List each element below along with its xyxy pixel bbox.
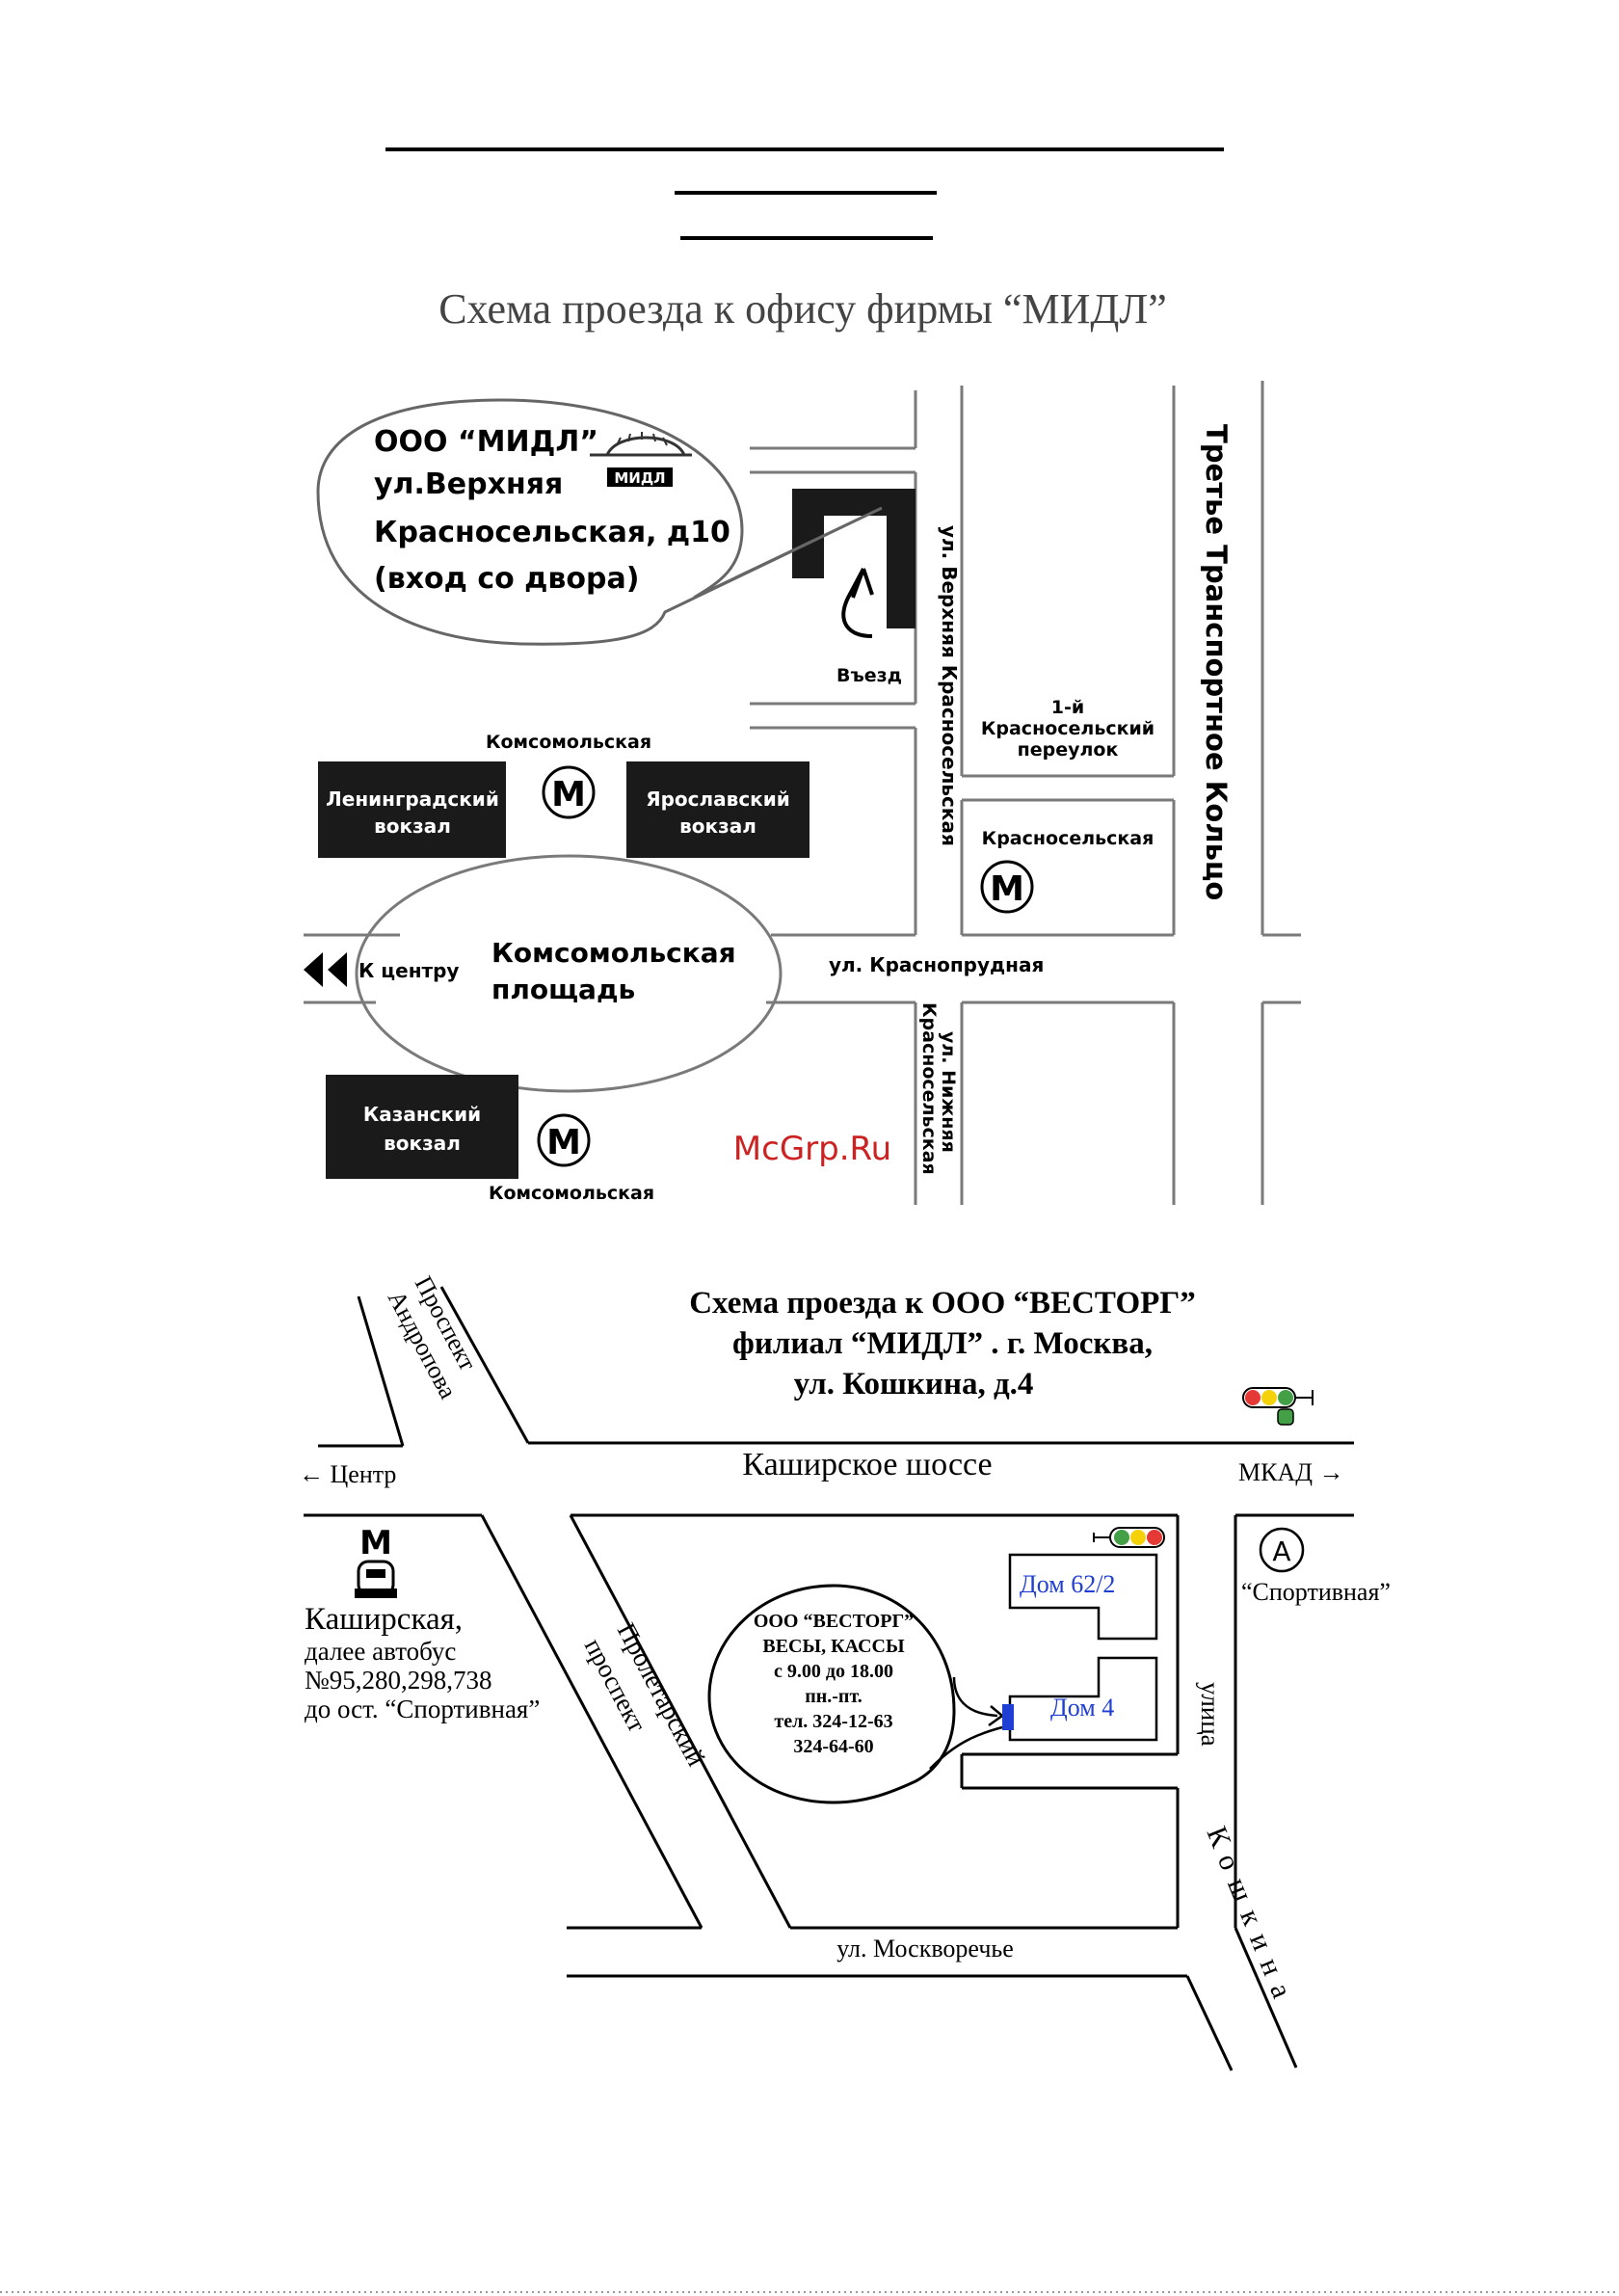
svg-text:M: M: [990, 869, 1024, 909]
map2-title-line-1: Схема проезда к ООО “ВЕСТОРГ”: [689, 1286, 1196, 1321]
vestorg-services: ВЕСЫ, КАССЫ: [762, 1636, 905, 1657]
leningradsky-station-label-2: вокзал: [374, 814, 451, 838]
mkad-direction-label: МКАД →: [1238, 1458, 1343, 1486]
square-label-1: Комсомольская: [491, 937, 736, 969]
map2-title-line-3: ул. Кошкина, д.4: [794, 1367, 1034, 1402]
dom-62-building: [1008, 1553, 1158, 1641]
street-nizhnyaya-1: ул. Нижняя: [938, 1031, 959, 1153]
map2-street-lines: [304, 1286, 1354, 2071]
midl-logo: МИДЛ: [590, 432, 692, 487]
entrance-marker: [1002, 1704, 1014, 1730]
yaroslavsky-station-label-2: вокзал: [679, 814, 756, 838]
yaroslavsky-station-label-1: Ярославский: [646, 788, 790, 811]
svg-text:M: M: [546, 1123, 581, 1162]
sportivnaya-label: “Спортивная”: [1241, 1578, 1391, 1606]
leningradsky-station: Ленинградский вокзал: [318, 761, 506, 858]
metro-komsomolskaya-bottom-label: Комсомольская: [489, 1183, 654, 1204]
ulitsa-label: улица: [1196, 1682, 1225, 1747]
bus-stop-icon: А: [1259, 1527, 1305, 1573]
street-krasnoprudnaya: ул. Краснопрудная: [829, 953, 1044, 976]
vestorg-phone-1: тел. 324-12-63: [774, 1711, 892, 1732]
office-callout-bubble: [316, 398, 883, 646]
vestorg-days: пн.-пт.: [805, 1686, 863, 1707]
traffic-light-middle-icon: [1093, 1527, 1165, 1548]
metro-krasnoselskaya-icon: M: [980, 860, 1034, 914]
street-pereulok-3: переулок: [1018, 739, 1119, 761]
metro-komsomolskaya-top-label: Комсомольская: [486, 732, 651, 753]
dom-4-building: [1008, 1656, 1158, 1742]
kazansky-station-label-1: Казанский: [363, 1103, 481, 1126]
metro-komsomolskaya-bottom-icon: M: [537, 1113, 591, 1167]
to-center-label: К центру: [358, 959, 459, 982]
dom-4-label: Дом 4: [1050, 1694, 1114, 1722]
kashirskaya-line-4: до ост. “Спортивная”: [305, 1695, 540, 1723]
metro-komsomolskaya-top-icon: M: [542, 765, 596, 819]
kashirskaya-line-2: далее автобус: [305, 1637, 456, 1666]
office-name: ООО “МИДЛ”: [374, 425, 598, 459]
leningradsky-station-label-1: Ленинградский: [326, 788, 499, 811]
office-entrance-note: (вход со двора): [374, 562, 639, 596]
bus-stop-train-icon: [355, 1560, 397, 1598]
to-center-arrows-icon: [304, 952, 347, 987]
koshkina-label: Кошкина: [1201, 1822, 1303, 2013]
street-pereulok-2: Красносельский: [981, 718, 1155, 739]
map2-title-line-2: филиал “МИДЛ” . г. Москва,: [732, 1326, 1153, 1361]
office-address: Красносельская, д10: [374, 516, 730, 549]
entrance-label: Въезд: [836, 665, 902, 686]
metro-kashirskaya-symbol: М: [359, 1524, 392, 1562]
vestorg-hours: с 9.00 до 18.00: [774, 1661, 893, 1682]
map1-title: Схема проезда к офису фирмы “МИДЛ”: [438, 285, 1167, 333]
street-nizhnyaya-2: Красносельская: [918, 1002, 940, 1175]
watermark: McGrp.Ru: [733, 1130, 891, 1168]
vestorg-phone-2: 324-64-60: [793, 1736, 873, 1757]
dom-62-label: Дом 62/2: [1020, 1570, 1115, 1598]
kashirskaya-line-3: №95,280,298,738: [305, 1666, 492, 1695]
kazansky-station-label-2: вокзал: [384, 1132, 461, 1155]
entrance-arrow: [841, 568, 874, 638]
street-verkhnyaya: ул. Верхняя Красносельская: [938, 525, 961, 846]
office-street: ул.Верхняя: [374, 467, 563, 501]
kazansky-station: Казанский вокзал: [326, 1075, 518, 1179]
kashirskoe-label: Каширское шоссе: [742, 1447, 992, 1482]
traffic-light-top-icon: [1242, 1387, 1314, 1426]
yaroslavsky-station: Ярославский вокзал: [626, 761, 810, 858]
vestorg-callout-bubble: [707, 1584, 956, 1804]
svg-text:А: А: [1272, 1535, 1290, 1567]
logo-text: МИДЛ: [614, 469, 665, 487]
center-direction-label: ← Центр: [299, 1460, 396, 1488]
street-pereulok-1: 1-й: [1051, 697, 1084, 718]
header-rules: [385, 147, 1224, 240]
map1-street-lines: [304, 381, 1301, 1205]
street-ring-road: Третье Транспортное Кольцо: [1200, 424, 1233, 900]
moskvorechye-label: ул. Москворечье: [836, 1935, 1014, 1962]
kashirskaya-line-1: Каширская,: [305, 1602, 463, 1637]
svg-text:M: M: [551, 775, 586, 814]
office-building: [792, 489, 916, 628]
square-label-2: площадь: [491, 974, 635, 1005]
vestorg-name: ООО “ВЕСТОРГ”: [754, 1611, 914, 1632]
metro-krasnoselskaya-label: Красносельская: [982, 828, 1155, 849]
